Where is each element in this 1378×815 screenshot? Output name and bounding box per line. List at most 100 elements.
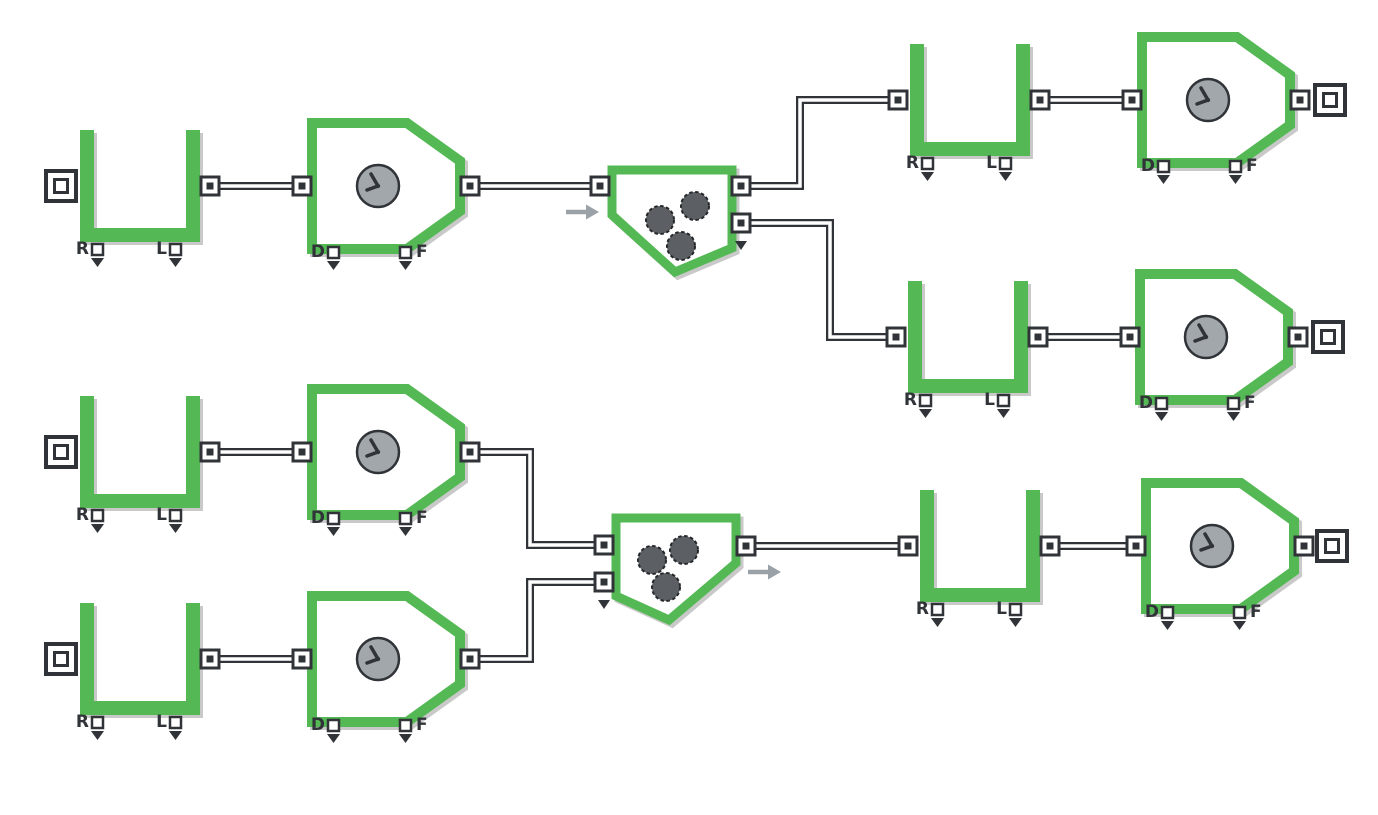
handle-square[interactable] <box>398 718 413 733</box>
connection-port[interactable] <box>885 326 907 348</box>
connection-port[interactable] <box>735 535 757 557</box>
handle-square[interactable] <box>90 242 105 257</box>
connection-port[interactable] <box>291 175 313 197</box>
io-handle[interactable]: F <box>1232 602 1262 630</box>
connection-port[interactable] <box>459 441 481 463</box>
handle-square[interactable] <box>1228 159 1243 174</box>
io-handle[interactable]: D <box>1139 393 1169 421</box>
handle-square[interactable] <box>998 156 1013 171</box>
io-handle[interactable]: L <box>156 712 183 740</box>
handle-arrow-icon[interactable] <box>1157 175 1170 184</box>
handle-arrow-icon[interactable] <box>1227 412 1240 421</box>
connection-port[interactable] <box>459 648 481 670</box>
connection-port[interactable] <box>1125 535 1147 557</box>
connection-port[interactable] <box>593 534 615 556</box>
handle-arrow-icon[interactable] <box>921 172 934 181</box>
io-handle[interactable]: R <box>916 599 945 627</box>
handle-arrow-icon[interactable] <box>399 527 412 536</box>
handle-square[interactable] <box>1156 159 1171 174</box>
handle-square[interactable] <box>1154 396 1169 411</box>
source-block[interactable] <box>44 169 78 203</box>
io-handle[interactable]: R <box>76 239 105 267</box>
handle-arrow-icon[interactable] <box>919 409 932 418</box>
connection-port[interactable] <box>199 648 221 670</box>
connector[interactable] <box>741 219 896 341</box>
connection-port[interactable] <box>199 175 221 197</box>
handle-arrow-icon[interactable] <box>327 261 340 270</box>
handle-arrow-icon[interactable] <box>399 734 412 743</box>
io-handle[interactable]: D <box>1145 602 1175 630</box>
handle-square[interactable] <box>168 508 183 523</box>
handle-square[interactable] <box>1008 602 1023 617</box>
handle-arrow-icon[interactable] <box>1161 621 1174 630</box>
io-handle[interactable]: F <box>1226 393 1256 421</box>
handle-arrow-icon[interactable] <box>931 618 944 627</box>
sink-block[interactable] <box>1313 83 1347 117</box>
connector[interactable] <box>470 578 604 663</box>
connection-port[interactable] <box>291 648 313 670</box>
handle-arrow-icon[interactable] <box>399 261 412 270</box>
handle-square[interactable] <box>920 156 935 171</box>
combine-block[interactable] <box>611 513 781 629</box>
handle-arrow-icon[interactable] <box>999 172 1012 181</box>
connection-port[interactable] <box>593 571 615 593</box>
handle-square[interactable] <box>1160 605 1175 620</box>
handle-arrow-icon[interactable] <box>1229 175 1242 184</box>
connection-port[interactable] <box>730 212 752 234</box>
connection-port[interactable] <box>291 441 313 463</box>
handle-square[interactable] <box>326 245 341 260</box>
handle-square[interactable] <box>90 715 105 730</box>
io-handle[interactable]: R <box>904 390 933 418</box>
handle-arrow-icon[interactable] <box>169 731 182 740</box>
handle-arrow-icon[interactable] <box>91 731 104 740</box>
handle-square[interactable] <box>398 245 413 260</box>
io-handle[interactable]: L <box>984 390 1011 418</box>
connection-port[interactable] <box>887 89 909 111</box>
io-handle[interactable]: L <box>996 599 1023 627</box>
port-arrow-icon[interactable] <box>598 600 610 609</box>
handle-arrow-icon[interactable] <box>169 258 182 267</box>
handle-square[interactable] <box>168 715 183 730</box>
split-block[interactable] <box>566 165 740 281</box>
handle-arrow-icon[interactable] <box>327 527 340 536</box>
handle-arrow-icon[interactable] <box>91 524 104 533</box>
handle-square[interactable] <box>918 393 933 408</box>
handle-arrow-icon[interactable] <box>997 409 1010 418</box>
handle-square[interactable] <box>996 393 1011 408</box>
io-handle[interactable]: R <box>906 153 935 181</box>
connection-port[interactable] <box>1039 535 1061 557</box>
connection-port[interactable] <box>1121 89 1143 111</box>
connection-port[interactable] <box>1289 89 1311 111</box>
io-handle[interactable]: D <box>311 715 341 743</box>
handle-square[interactable] <box>326 511 341 526</box>
handle-square[interactable] <box>1232 605 1247 620</box>
handle-arrow-icon[interactable] <box>1009 618 1022 627</box>
handle-square[interactable] <box>168 242 183 257</box>
handle-square[interactable] <box>90 508 105 523</box>
connection-port[interactable] <box>1287 326 1309 348</box>
port-arrow-icon[interactable] <box>735 241 747 250</box>
sink-block[interactable] <box>1315 529 1349 563</box>
io-handle[interactable]: L <box>986 153 1013 181</box>
source-block[interactable] <box>44 435 78 469</box>
handle-square[interactable] <box>1226 396 1241 411</box>
io-handle[interactable]: L <box>156 239 183 267</box>
io-handle[interactable]: R <box>76 505 105 533</box>
connection-port[interactable] <box>1293 535 1315 557</box>
connection-port[interactable] <box>1119 326 1141 348</box>
io-handle[interactable]: F <box>398 508 428 536</box>
connection-port[interactable] <box>589 175 611 197</box>
io-handle[interactable]: R <box>76 712 105 740</box>
handle-square[interactable] <box>326 718 341 733</box>
handle-arrow-icon[interactable] <box>327 734 340 743</box>
